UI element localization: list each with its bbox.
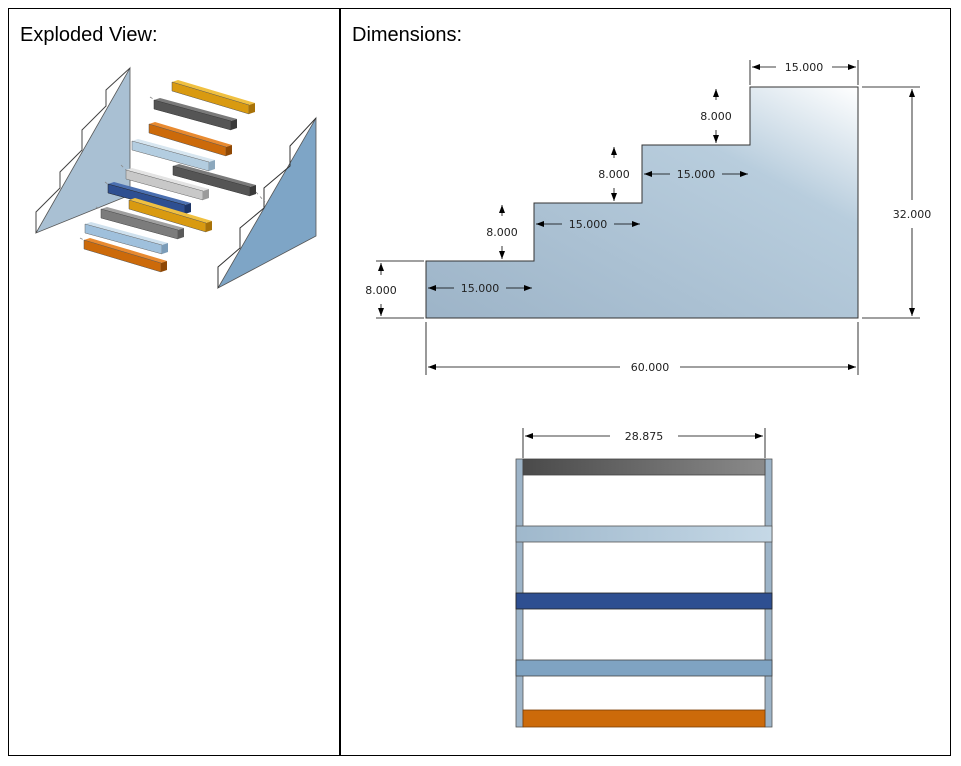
outer-frame	[8, 8, 951, 756]
dim-total-width: 60.000	[631, 361, 670, 374]
exploded-guide-lines	[79, 96, 266, 241]
stair-profile	[425, 86, 859, 319]
shelf-steel-blue	[515, 659, 773, 677]
dimensions-title: Dimensions:	[352, 24, 463, 46]
exploded-view	[35, 66, 317, 290]
bar-dark-2	[172, 164, 256, 197]
panel-divider	[339, 8, 341, 756]
dim-top-width: 15.000	[785, 61, 824, 74]
shelf-navy	[515, 592, 773, 610]
bar-orange-1	[148, 122, 232, 157]
dim-step2-width: 15.000	[461, 282, 500, 295]
bar-gold-1	[171, 80, 255, 115]
bar-lightblue-2	[84, 222, 168, 255]
dim-step4-height: 8.000	[700, 110, 732, 123]
shelf-light-blue	[515, 525, 773, 543]
dim-step3-height: 8.000	[598, 168, 630, 181]
dimension-lines	[378, 64, 915, 370]
dim-total-height: 32.000	[893, 208, 932, 221]
bar-gold-2	[128, 198, 212, 233]
dim-step1-height: 8.000	[365, 284, 397, 297]
shelf-orange	[522, 709, 766, 728]
front-view: 28.875	[515, 428, 773, 728]
shelf-dark	[522, 458, 766, 476]
bar-gray	[100, 207, 184, 240]
dim-step4-width: 15.000	[677, 168, 716, 181]
extension-lines	[376, 60, 920, 375]
dim-front-width: 28.875	[625, 430, 664, 443]
bar-lightblue-1	[131, 139, 215, 172]
right-side-panel	[216, 116, 317, 290]
dim-step2-height: 8.000	[486, 226, 518, 239]
bar-dark-1	[153, 98, 237, 131]
dim-step3-width: 15.000	[569, 218, 608, 231]
bar-orange-2	[83, 238, 167, 273]
left-side-panel	[35, 66, 131, 234]
bar-light-gray	[125, 168, 209, 201]
bar-navy	[107, 182, 191, 215]
exploded-view-title: Exploded View:	[20, 24, 158, 46]
